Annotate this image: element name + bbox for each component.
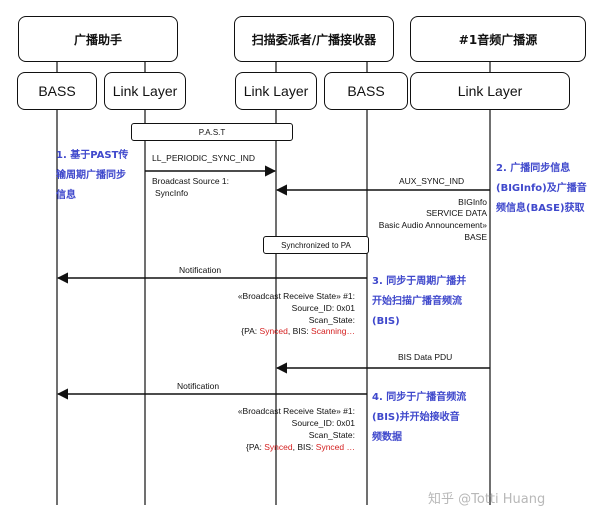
actor-scan-delegator: 扫描委派者/广播接收器 (234, 16, 394, 62)
actor-label: 广播助手 (73, 32, 122, 47)
note-step-4: 4. 同步于广播音频流 (BIS)并开始接收音 频数据 (372, 388, 466, 448)
msg-sync-info: SyncInfo (155, 188, 189, 198)
msg-aux-sync-ind: AUX_SYNC_IND (399, 176, 465, 186)
state1-title: «Broadcast Receive State» #1: (237, 291, 355, 301)
state2-scan-state: Scan_State: (308, 430, 355, 440)
note-line: 开始扫描广播音频流 (372, 296, 462, 307)
state1-pa-prefix: {PA: (241, 326, 260, 336)
state1-status: {PA: Synced, BIS: Scanning… (241, 326, 355, 337)
state1-bis-prefix: , BIS: (287, 326, 312, 336)
state2-pa-value: Synced (264, 442, 293, 452)
watermark: 知乎 @Totti Huang (428, 492, 546, 507)
actor-label: 扫描委派者/广播接收器 (251, 32, 377, 47)
msg-biginfo: BIGInfo (458, 197, 487, 207)
layer-label: Link Layer (457, 83, 523, 99)
past-label: P.A.S.T (198, 127, 226, 137)
note-step-3: 3. 同步于周期广播并 开始扫描广播音频流 (BIS) (372, 272, 466, 332)
synchronized-pa-box: Synchronized to PA (263, 236, 369, 254)
state1-source-id: Source_ID: 0x01 (291, 303, 355, 313)
msg-base: BASE (464, 232, 487, 242)
state1-pa-value: Synced (259, 326, 288, 336)
note-line: 1. 基于PAST传 (56, 150, 129, 161)
note-line: 3. 同步于周期广播并 (372, 276, 467, 287)
layer-label: BASS (347, 83, 385, 99)
layer-link-right: Link Layer (410, 72, 570, 110)
state1-bis-value: Scanning… (311, 326, 355, 336)
actor-label: #1音频广播源 (458, 32, 538, 47)
msg-bis-data-pdu: BIS Data PDU (398, 352, 453, 362)
state2-pa-prefix: {PA: (245, 442, 265, 452)
actor-audio-source: #1音频广播源 (410, 16, 586, 62)
layer-label: BASS (38, 83, 76, 99)
layer-label: Link Layer (112, 83, 178, 99)
state2-source-id: Source_ID: 0x01 (291, 418, 355, 428)
layer-bass-mid: BASS (324, 72, 408, 110)
note-line: 2. 广播同步信息 (496, 163, 571, 174)
note-line: (BIGInfo)及广播音 (496, 183, 587, 194)
note-line: 4. 同步于广播音频流 (372, 392, 467, 403)
layer-bass-left: BASS (17, 72, 97, 110)
msg-service-data: SERVICE DATA (426, 208, 487, 218)
state2-bis-prefix: , BIS: (292, 442, 316, 452)
past-box: P.A.S.T (131, 123, 293, 141)
msg-notification-2: Notification (177, 381, 220, 391)
msg-basic-audio: Basic Audio Announcement» (378, 220, 487, 230)
note-step-1: 1. 基于PAST传 输周期广播同步 信息 (56, 146, 128, 206)
layer-link-mid: Link Layer (235, 72, 317, 110)
note-line: 频信息(BASE)获取 (496, 203, 585, 214)
note-line: 信息 (56, 190, 76, 201)
msg-broadcast-source-1: Broadcast Source 1: (152, 176, 230, 186)
note-line: 输周期广播同步 (56, 170, 126, 181)
note-line: (BIS)并开始接收音 (372, 412, 460, 423)
note-line: (BIS) (372, 316, 400, 327)
layer-label: Link Layer (243, 83, 309, 99)
msg-ll-periodic-sync-ind: LL_PERIODIC_SYNC_IND (152, 153, 255, 163)
state2-title: «Broadcast Receive State» #1: (237, 406, 355, 416)
state1-scan-state: Scan_State: (308, 315, 355, 325)
synchronized-pa-label: Synchronized to PA (281, 240, 351, 250)
msg-notification-1: Notification (179, 265, 222, 275)
actor-broadcast-assistant: 广播助手 (18, 16, 178, 62)
state2-bis-value: Synced … (315, 442, 355, 452)
state2-status: {PA: Synced, BIS: Synced … (246, 442, 355, 453)
note-step-2: 2. 广播同步信息 (BIGInfo)及广播音 频信息(BASE)获取 (496, 159, 587, 219)
layer-link-left: Link Layer (104, 72, 186, 110)
note-line: 频数据 (372, 432, 402, 443)
